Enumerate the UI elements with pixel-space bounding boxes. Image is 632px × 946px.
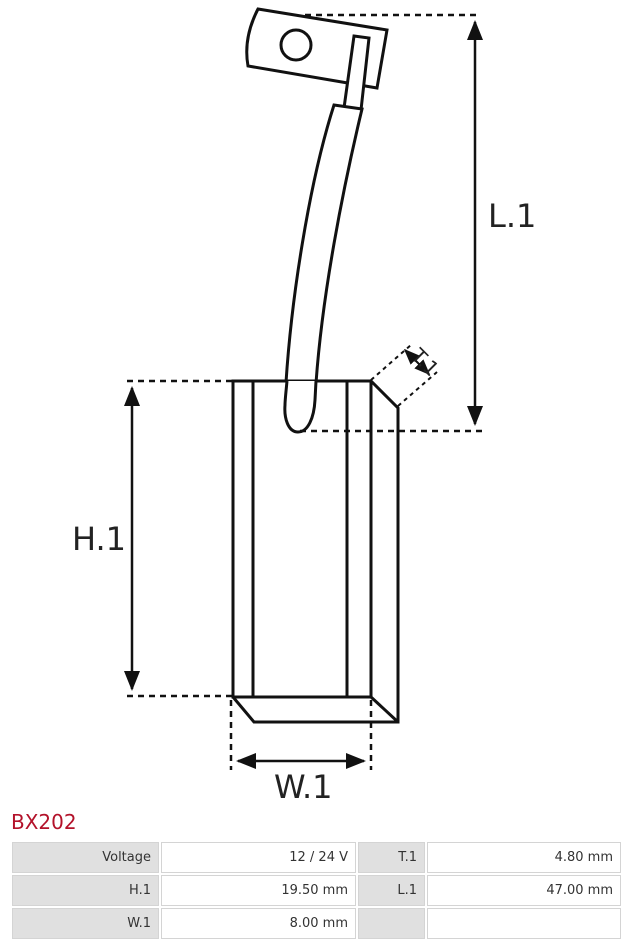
- dimension-t1: T.1: [370, 343, 444, 407]
- spec-value: 19.50 mm: [161, 875, 356, 906]
- dimension-l1: L.1: [300, 13, 536, 433]
- table-row: Voltage 12 / 24 V T.1 4.80 mm: [12, 842, 621, 873]
- spec-label: [358, 908, 425, 939]
- label-w1: W.1: [274, 768, 333, 805]
- spec-value: 47.00 mm: [427, 875, 621, 906]
- spec-table: Voltage 12 / 24 V T.1 4.80 mm H.1 19.50 …: [10, 840, 623, 941]
- spec-label: H.1: [12, 875, 159, 906]
- label-h1: H.1: [72, 520, 126, 558]
- spec-value: 4.80 mm: [427, 842, 621, 873]
- spec-label: W.1: [12, 908, 159, 939]
- spec-label: T.1: [358, 842, 425, 873]
- spec-value: [427, 908, 621, 939]
- table-row: H.1 19.50 mm L.1 47.00 mm: [12, 875, 621, 906]
- brush-body: [231, 379, 400, 724]
- spec-value: 12 / 24 V: [161, 842, 356, 873]
- carbon-brush-diagram: L.1 H.1 W.1 T.1: [72, 7, 536, 805]
- terminal-lug: [245, 7, 389, 112]
- part-code: BX202: [11, 810, 77, 834]
- spec-label: Voltage: [12, 842, 159, 873]
- label-l1: L.1: [488, 197, 536, 235]
- lug-hole: [279, 28, 313, 62]
- label-t1: T.1: [406, 343, 444, 381]
- table-row: W.1 8.00 mm: [12, 908, 621, 939]
- dimension-h1: H.1: [72, 379, 233, 698]
- dimension-w1: W.1: [229, 700, 373, 805]
- spec-value: 8.00 mm: [161, 908, 356, 939]
- spec-label: L.1: [358, 875, 425, 906]
